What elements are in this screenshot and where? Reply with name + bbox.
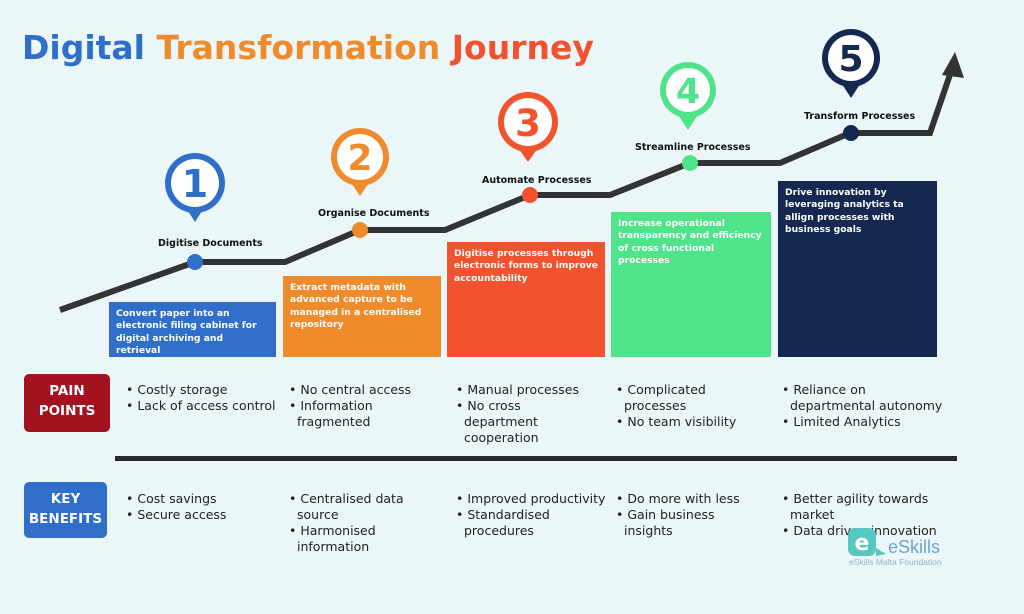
eskills-logo-icon: e [848, 528, 886, 556]
list-item: • Costly storage [126, 382, 228, 397]
journey-arrow-head [942, 52, 964, 78]
list-item: • Cost savings [126, 491, 217, 506]
stage-3-node [522, 187, 538, 203]
list-item: • Harmonised information [289, 523, 376, 554]
list-item: • No team visibility [616, 414, 737, 429]
list-item: • No cross department cooperation [456, 398, 539, 445]
title-word-journey: Journey [451, 28, 594, 67]
stage-2-node [352, 222, 368, 238]
list-item: • Better agility towards market [782, 491, 929, 522]
list-item: • Manual processes [456, 382, 579, 397]
list-item: • Lack of access control [126, 398, 276, 413]
stage-1-label: Digitise Documents [158, 238, 263, 249]
logo-subtitle: eSkills Malta Foundation [849, 557, 942, 567]
list-item: • Standardised procedures [456, 507, 550, 538]
section-divider [115, 456, 957, 461]
stage-4-node [682, 155, 698, 171]
stage-1-node [187, 254, 203, 270]
list-item: • Limited Analytics [782, 414, 901, 429]
pain-points-column-3: • Manual processes • No cross department… [456, 382, 596, 446]
stage-5-description: Drive innovation by leveraging analytics… [778, 181, 937, 357]
key-benefits-column-2: • Centralised data source • Harmonised i… [289, 491, 449, 555]
journey-path-line [58, 59, 958, 313]
stage-4-label: Streamline Processes [635, 142, 751, 153]
stage-2-description: Extract metadata with advanced capture t… [283, 276, 441, 357]
stage-3-description: Digitise processes through electronic fo… [447, 242, 605, 357]
pain-points-tag-line2: POINTS [38, 402, 96, 419]
stage-2-pin: 2 [331, 128, 389, 196]
title-word-transformation: Transformation [156, 28, 441, 67]
pain-points-column-4: • Complicated processes • No team visibi… [616, 382, 766, 430]
list-item: • Complicated processes [616, 382, 706, 413]
stage-1-pin: 1 [165, 153, 225, 222]
list-item: • No central access [289, 382, 412, 397]
stage-5-number: 5 [838, 39, 863, 80]
key-benefits-column-3: • Improved productivity • Standardised p… [456, 491, 611, 539]
key-benefits-tag-line2: BENEFITS [28, 510, 103, 527]
list-item: • Centralised data source [289, 491, 404, 522]
list-item: • Information fragmented [289, 398, 373, 429]
stage-5-label: Transform Processes [804, 111, 916, 122]
stage-1-description: Convert paper into an electronic filing … [109, 302, 276, 357]
stage-3-pin: 3 [498, 92, 558, 162]
key-benefits-column-1: • Cost savings • Secure access [126, 491, 276, 523]
stage-3-label: Automate Processes [482, 175, 592, 186]
list-item: • Do more with less [616, 491, 740, 506]
stage-2-number: 2 [347, 138, 372, 179]
stage-4-pin: 4 [660, 62, 716, 130]
list-item: • Secure access [126, 507, 227, 522]
stage-2-label: Organise Documents [318, 208, 430, 219]
stage-5-pin: 5 [822, 29, 880, 98]
pain-points-tag: PAIN POINTS [24, 374, 110, 432]
list-item: • Reliance on departmental autonomy [782, 382, 943, 413]
stage-4-description: Increase operational transparency and ef… [611, 212, 771, 357]
stage-5-node [843, 125, 859, 141]
pain-points-column-5: • Reliance on departmental autonomy • Li… [782, 382, 952, 430]
key-benefits-tag-line1: KEY [50, 491, 81, 507]
key-benefits-tag: KEY BENEFITS [24, 482, 107, 538]
pain-points-column-2: • No central access • Information fragme… [289, 382, 444, 430]
pain-points-column-1: • Costly storage • Lack of access contro… [126, 382, 276, 414]
list-item: • Improved productivity [456, 491, 606, 506]
title-word-digital: Digital [22, 28, 145, 67]
key-benefits-column-4: • Do more with less • Gain business insi… [616, 491, 766, 539]
stage-3-number: 3 [515, 102, 541, 145]
page-title: Digital Transformation Journey [22, 28, 594, 67]
list-item: • Gain business insights [616, 507, 715, 538]
stage-1-number: 1 [182, 162, 208, 206]
logo-glyph: e [855, 531, 870, 556]
pain-points-tag-line1: PAIN [49, 383, 85, 399]
stage-4-number: 4 [676, 72, 700, 112]
logo-name: eSkills [888, 537, 941, 557]
